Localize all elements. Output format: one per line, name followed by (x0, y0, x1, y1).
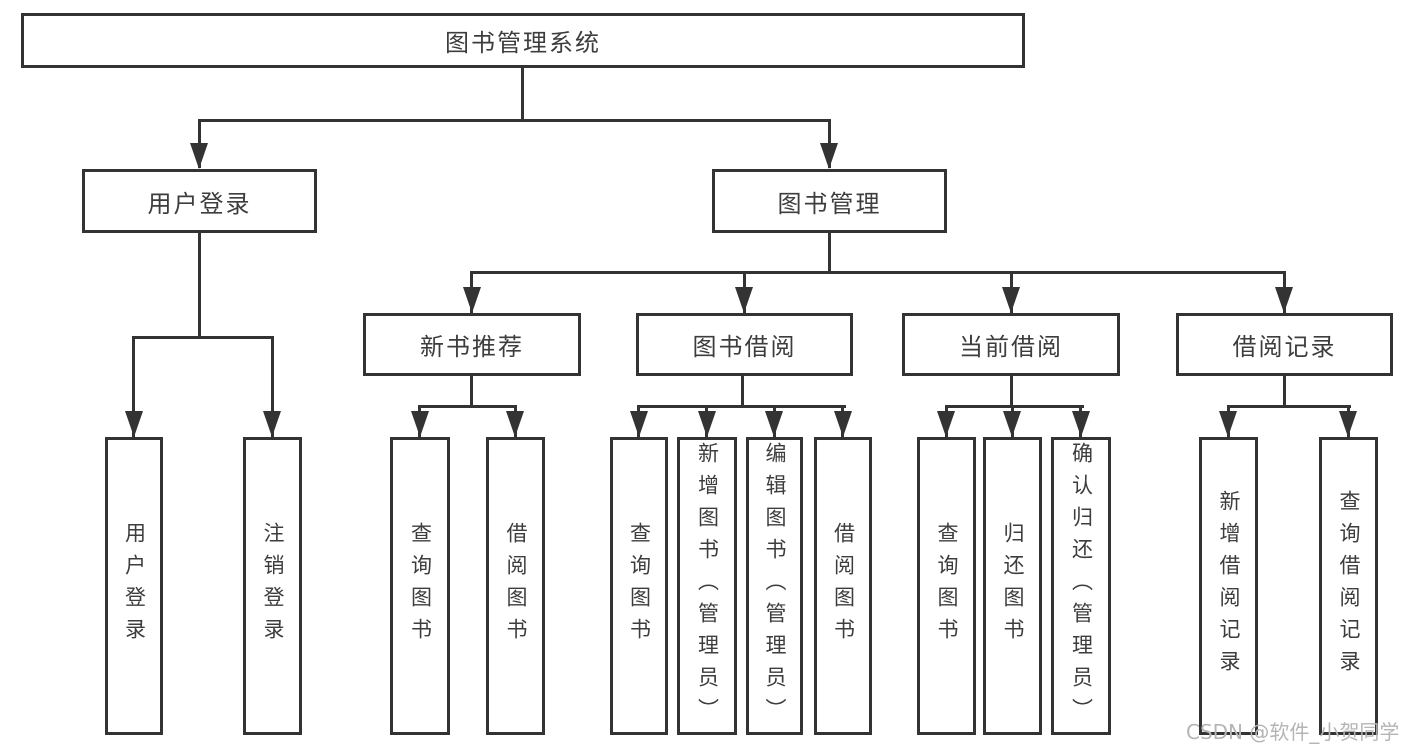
arrowhead-records-query (1339, 411, 1357, 437)
leaf-current-confirm-return-admin: 确认归还（管理员） (1051, 437, 1111, 735)
leaf-current-query-books-label: 查询图书 (935, 522, 959, 650)
arrowhead-to-user-login (190, 143, 208, 169)
leaf-borrow-query-books: 查询图书 (610, 437, 668, 735)
node-new-book-recommend-label: 新书推荐 (420, 333, 524, 361)
connector-user-login-stem (198, 233, 201, 337)
connector-current-stem (1010, 376, 1013, 407)
connector-recommend-stem (470, 376, 473, 407)
connector-current-branch (945, 405, 1084, 408)
node-book-borrow: 图书借阅 (636, 313, 853, 376)
arrowhead-borrow-query (630, 411, 648, 437)
arrowhead-to-new-book-recommend (463, 287, 481, 313)
leaf-borrow-edit-books-admin: 编辑图书（管理员） (746, 437, 803, 735)
leaf-borrow-borrow-books-label: 借阅图书 (831, 522, 856, 650)
leaf-user-login-label: 用户登录 (122, 522, 147, 650)
arrowhead-borrow-edit (765, 411, 783, 437)
connector-drop-logout-leaf (271, 336, 274, 437)
leaf-recommend-borrow-books-label: 借阅图书 (504, 522, 528, 650)
arrowhead-to-logout-leaf (263, 411, 281, 437)
connector-drop-login-leaf (132, 336, 135, 437)
connector-root-branch (198, 119, 831, 122)
arrowhead-recommend-borrow (506, 411, 524, 437)
connector-borrow-stem (741, 376, 744, 407)
leaf-logout: 注销登录 (243, 437, 302, 735)
connector-recommend-branch (418, 405, 517, 408)
leaf-current-query-books: 查询图书 (917, 437, 976, 735)
node-borrow-records-label: 借阅记录 (1232, 333, 1337, 361)
leaf-recommend-query-books: 查询图书 (390, 437, 450, 735)
node-current-borrow: 当前借阅 (902, 313, 1120, 376)
arrowhead-records-add (1219, 411, 1237, 437)
connector-root-stem (521, 68, 524, 119)
leaf-logout-label: 注销登录 (261, 522, 285, 650)
node-new-book-recommend: 新书推荐 (363, 313, 581, 376)
node-book-management-label: 图书管理 (777, 189, 882, 218)
leaf-borrow-edit-books-admin-label: 编辑图书（管理员） (763, 442, 787, 730)
connector-user-login-branch (132, 336, 274, 339)
node-current-borrow-label: 当前借阅 (959, 333, 1063, 361)
csdn-watermark: CSDN @软件_小贺同学 (1186, 720, 1400, 744)
node-user-login: 用户登录 (82, 169, 317, 233)
connector-records-stem (1283, 376, 1286, 407)
leaf-borrow-add-books-admin: 新增图书（管理员） (677, 437, 737, 735)
leaf-recommend-query-books-label: 查询图书 (408, 522, 433, 650)
leaf-records-add-record: 新增借阅记录 (1199, 437, 1258, 735)
connector-book-management-stem (828, 233, 831, 273)
leaf-borrow-borrow-books: 借阅图书 (814, 437, 872, 735)
leaf-records-add-record-label: 新增借阅记录 (1217, 490, 1241, 682)
leaf-recommend-borrow-books: 借阅图书 (486, 437, 545, 735)
arrowhead-to-book-borrow (735, 287, 753, 313)
connector-records-branch (1227, 405, 1351, 408)
leaf-records-query-record: 查询借阅记录 (1319, 437, 1378, 735)
leaf-records-query-record-label: 查询借阅记录 (1337, 490, 1361, 682)
arrowhead-current-confirm (1072, 411, 1090, 437)
leaf-current-return-books: 归还图书 (983, 437, 1042, 735)
node-book-management: 图书管理 (712, 169, 947, 233)
arrowhead-borrow-add (698, 411, 716, 437)
arrowhead-current-return (1003, 411, 1021, 437)
node-book-borrow-label: 图书借阅 (692, 333, 797, 361)
arrowhead-borrow-borrow (834, 411, 852, 437)
arrowhead-current-query (937, 411, 955, 437)
leaf-borrow-query-books-label: 查询图书 (627, 522, 652, 650)
arrowhead-to-borrow-records (1275, 287, 1293, 313)
node-root: 图书管理系统 (21, 13, 1025, 68)
arrowhead-to-book-management (820, 143, 838, 169)
arrowhead-recommend-query (411, 411, 429, 437)
arrowhead-to-login-leaf (125, 411, 143, 437)
leaf-user-login: 用户登录 (105, 437, 163, 735)
leaf-current-return-books-label: 归还图书 (1001, 522, 1025, 650)
node-borrow-records: 借阅记录 (1176, 313, 1393, 376)
leaf-current-confirm-return-admin-label: 确认归还（管理员） (1069, 442, 1094, 730)
leaf-borrow-add-books-admin-label: 新增图书（管理员） (695, 442, 720, 730)
arrowhead-to-current-borrow (1002, 287, 1020, 313)
node-user-login-label: 用户登录 (147, 189, 252, 218)
connector-borrow-branch (637, 405, 846, 408)
node-root-label: 图书管理系统 (445, 29, 601, 57)
connector-book-management-branch (470, 271, 1286, 274)
